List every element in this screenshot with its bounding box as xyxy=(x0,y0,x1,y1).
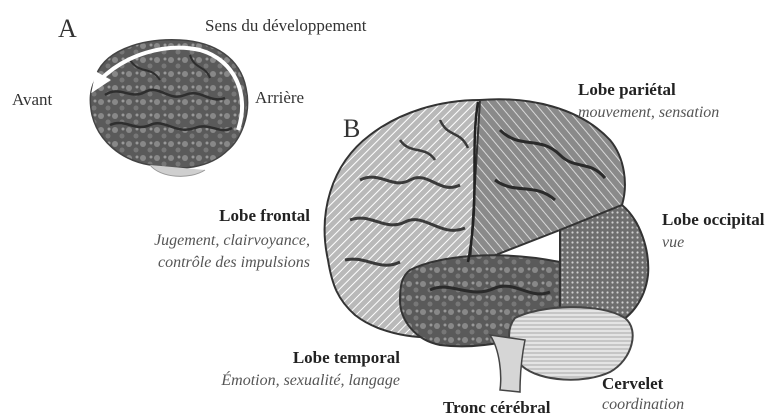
parietal-lobe-name: Lobe pariétal xyxy=(578,80,676,100)
development-direction-label: Sens du développement xyxy=(205,16,366,36)
parietal-lobe-function: mouvement, sensation xyxy=(578,104,719,122)
panel-b-letter: B xyxy=(343,114,360,144)
developing-brain-small xyxy=(90,40,247,177)
occipital-lobe-name: Lobe occipital xyxy=(662,210,764,230)
cerebellum-name: Cervelet xyxy=(602,374,663,394)
temporal-lobe-name: Lobe temporal xyxy=(293,348,400,368)
temporal-lobe-function: Émotion, sexualité, langage xyxy=(221,372,400,390)
front-label: Avant xyxy=(12,90,52,110)
cerebellum-function: coordination xyxy=(602,396,684,414)
frontal-lobe-function-line2: contrôle des impulsions xyxy=(158,254,310,272)
frontal-lobe-function-line1: Jugement, clairvoyance, xyxy=(154,232,310,250)
occipital-lobe-function: vue xyxy=(662,234,684,252)
back-label: Arrière xyxy=(255,88,304,108)
brainstem-name: Tronc cérébral xyxy=(443,398,550,418)
panel-a-letter: A xyxy=(58,14,77,44)
frontal-lobe-name: Lobe frontal xyxy=(219,206,310,226)
